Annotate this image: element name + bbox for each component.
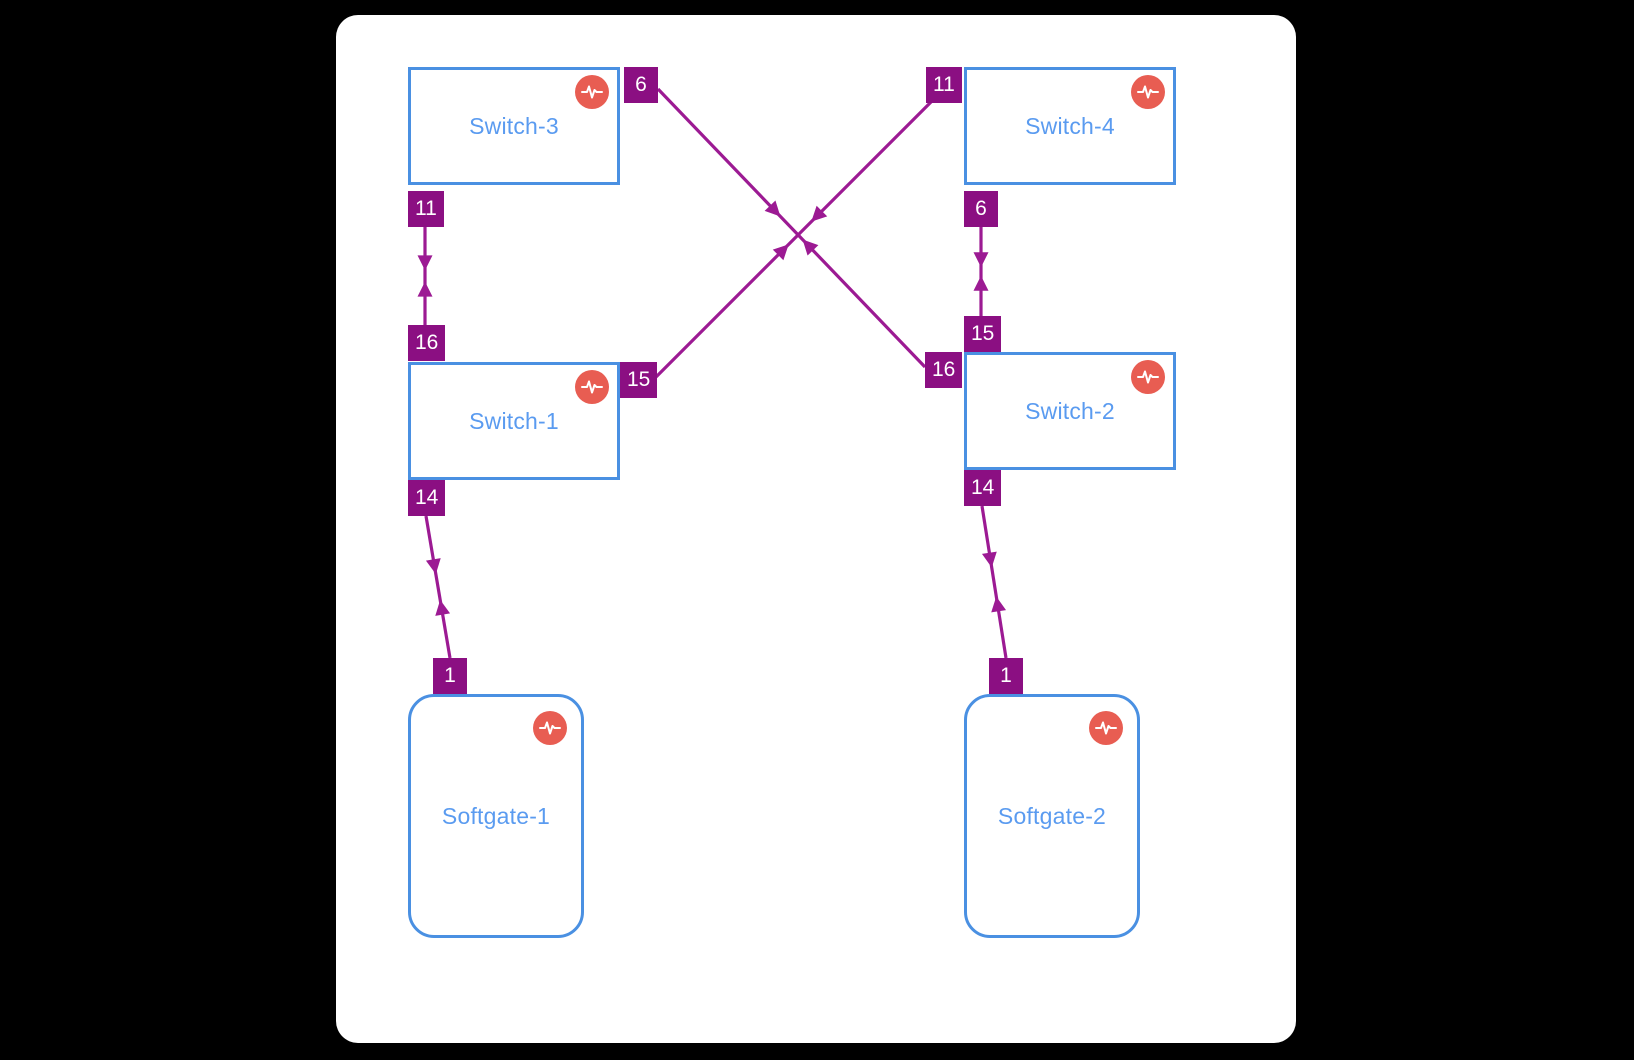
node-label: Switch-1 [469,407,559,434]
node-switch-4[interactable]: Switch-4 [964,67,1176,185]
link-arrowhead [973,252,989,268]
node-softgate-2[interactable]: Softgate-2 [964,694,1140,938]
heartbeat-icon[interactable] [1089,711,1123,745]
node-switch-1[interactable]: Switch-1 [408,362,620,480]
port-badge-p-sw4-11[interactable]: 11 [926,67,962,103]
heartbeat-icon[interactable] [1131,360,1165,394]
port-badge-p-sw2-14[interactable]: 14 [964,470,1002,506]
node-label: Switch-2 [1025,397,1115,424]
link-line [424,515,452,659]
port-badge-p-sw2-16[interactable]: 16 [925,352,963,388]
link-arrowhead [991,596,1007,613]
port-badge-p-sg2-1[interactable]: 1 [989,658,1023,694]
heartbeat-icon[interactable] [575,370,609,404]
link-link-sw1-sg1[interactable] [424,515,452,659]
node-label: Softgate-2 [997,802,1107,829]
link-link-sw2-sg2[interactable] [980,505,1008,659]
port-badge-p-sw4-6[interactable]: 6 [964,191,998,227]
node-switch-2[interactable]: Switch-2 [964,352,1176,470]
link-arrowhead [772,244,789,261]
heartbeat-icon[interactable] [575,75,609,109]
link-arrowhead [435,599,451,616]
link-arrowhead [973,275,989,291]
port-badge-p-sw2-15[interactable]: 15 [964,316,1002,352]
link-arrowhead [764,200,781,217]
port-badge-p-sg1-1[interactable]: 1 [433,658,467,694]
link-link-sw3-sw2[interactable] [656,87,927,369]
link-arrowhead [811,205,828,222]
port-badge-p-sw1-14[interactable]: 14 [408,480,446,516]
link-arrowhead [425,558,441,575]
port-badge-p-sw1-15[interactable]: 15 [620,362,658,398]
link-arrowhead [417,281,433,297]
link-link-sw4-sw2[interactable] [973,227,989,316]
link-arrowhead [417,255,433,271]
link-link-sw4-sw1[interactable] [654,87,946,379]
heartbeat-icon[interactable] [1131,75,1165,109]
port-badge-p-sw3-6[interactable]: 6 [624,67,658,103]
node-label: Softgate-1 [441,802,551,829]
node-switch-3[interactable]: Switch-3 [408,67,620,185]
links-layer [417,87,1008,659]
link-line [654,87,946,379]
node-softgate-1[interactable]: Softgate-1 [408,694,584,938]
port-badge-p-sw3-11[interactable]: 11 [408,191,444,227]
heartbeat-icon[interactable] [533,711,567,745]
node-label: Switch-4 [1025,112,1115,139]
link-line [656,87,927,369]
link-line [980,505,1008,659]
link-arrowhead [802,239,819,256]
link-link-sw3-sw1[interactable] [417,227,433,325]
link-arrowhead [981,551,997,568]
node-label: Switch-3 [469,112,559,139]
port-badge-p-sw1-16[interactable]: 16 [408,325,446,361]
